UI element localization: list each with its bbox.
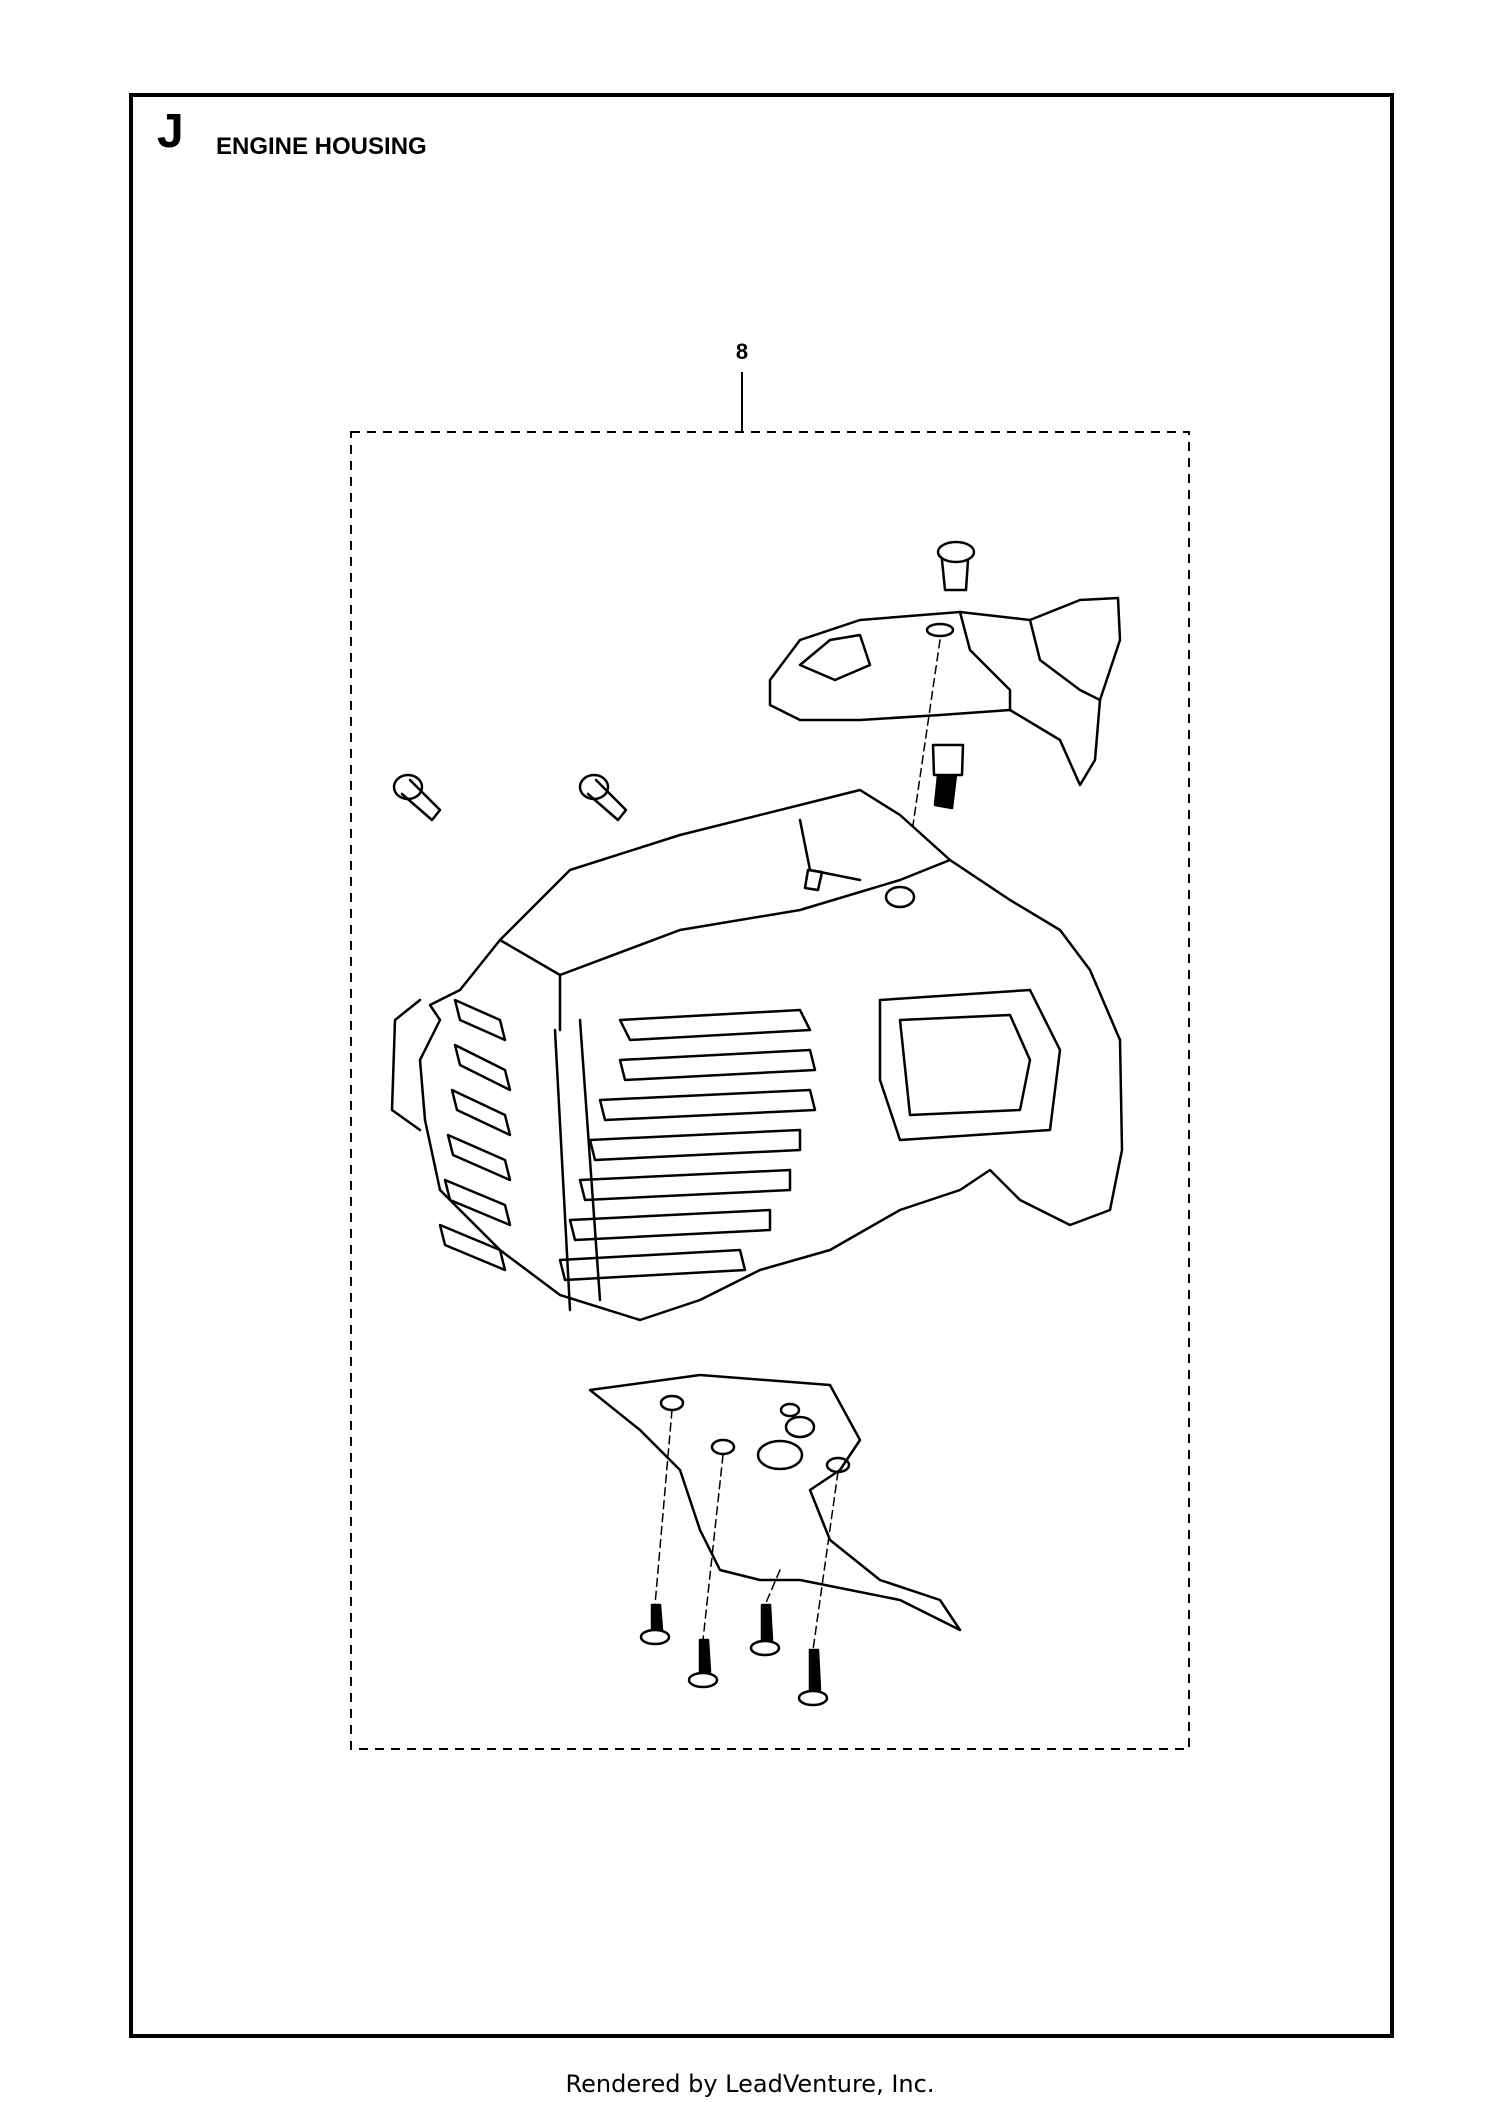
bolt-middle[interactable] [931,743,965,810]
kit-boundary [350,431,1190,1750]
section-letter: J [157,105,184,158]
bottom-screw-2[interactable] [687,1638,719,1689]
screw-top[interactable] [936,540,976,592]
diagram-frame [129,93,1394,2038]
shoulder-screw-left[interactable] [392,773,442,822]
bottom-screw-4[interactable] [797,1648,829,1707]
shoulder-screw-right[interactable] [578,773,628,822]
section-title: ENGINE HOUSING [216,133,427,160]
top-cover-part[interactable] [768,596,1122,787]
bottom-screw-1[interactable] [639,1603,671,1646]
bottom-plate-part[interactable] [588,1373,962,1632]
engine-housing-part[interactable] [390,788,1124,1322]
footer-credit: Rendered by LeadVenture, Inc. [565,2070,935,2098]
callout-8[interactable]: 8 [736,339,748,364]
bottom-screw-3[interactable] [749,1603,781,1657]
leader-bottom-screws [654,1409,839,1651]
